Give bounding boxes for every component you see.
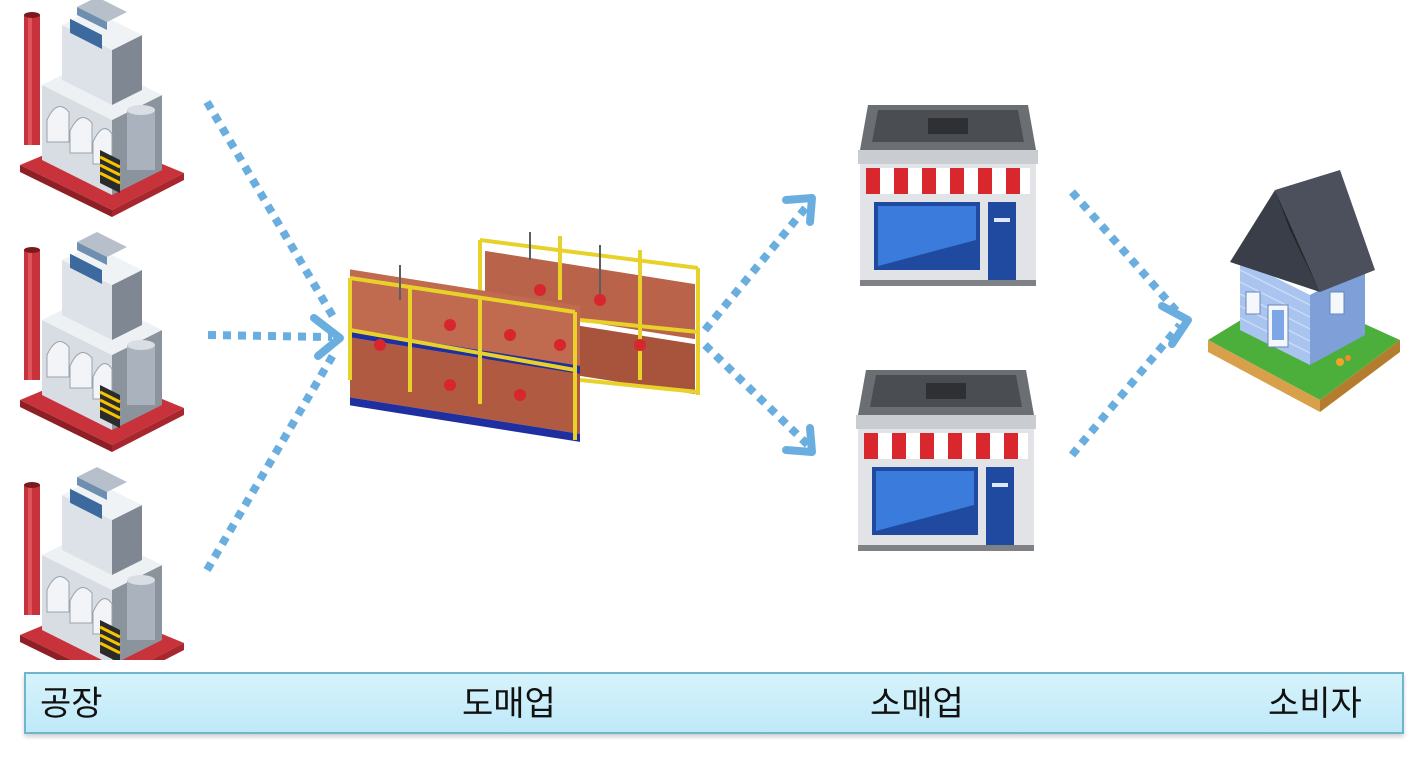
- warehouse-icon: [348, 232, 700, 442]
- arrow-factory1-wholesale: [203, 99, 339, 323]
- arrowhead-wholesale-in: [310, 314, 344, 360]
- house-icon: [1207, 169, 1401, 413]
- arrow-wholesale-store1: [701, 202, 812, 333]
- supply-chain-diagram: [18, 0, 1401, 660]
- arrow-store1-consumer: [1068, 189, 1184, 318]
- arrowhead-store1-in: [782, 194, 816, 226]
- stage-label-wholesale: 도매업: [462, 684, 556, 724]
- factory-icon: [18, 230, 186, 454]
- arrow-factory3-wholesale: [203, 347, 340, 573]
- arrow-factory2-wholesale: [207, 331, 333, 341]
- arrow-wholesale-store2: [702, 342, 811, 448]
- factory-icon: [18, 0, 186, 219]
- stage-label-bar: 공장 도매업 소매업 소비자: [24, 672, 1404, 734]
- arrowhead-store2-in: [782, 424, 816, 456]
- stage-label-factory: 공장: [40, 684, 103, 724]
- arrowhead-consumer-in: [1158, 302, 1192, 348]
- flow-arrows: [203, 99, 1184, 573]
- stage-label-retail: 소매업: [870, 684, 964, 724]
- stage-label-consumer: 소비자: [1268, 684, 1362, 724]
- store-icon: [856, 370, 1036, 551]
- arrow-store2-consumer: [1068, 322, 1184, 458]
- store-icon: [858, 105, 1038, 286]
- factory-icon: [18, 465, 186, 660]
